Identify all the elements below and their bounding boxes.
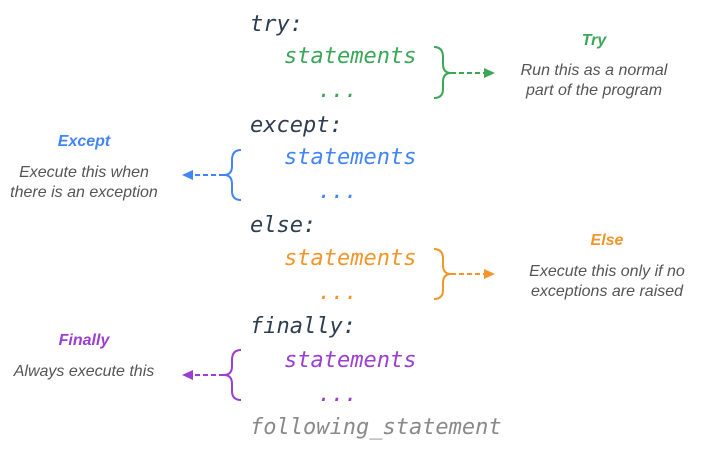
else-desc-line1: Execute this only if no [529,263,685,280]
finally-arrow-head [182,370,193,380]
try-statements: statements [284,44,417,69]
finally-desc-line1: Always execute this [13,363,155,380]
else-statements: statements [284,246,417,271]
else-description: Execute this only if no exceptions are r… [507,262,706,302]
try-ellipsis: ... [318,78,358,103]
try-title: Try [581,32,607,49]
else-ellipsis: ... [318,280,358,305]
else-keyword: else: [250,213,317,238]
finally-keyword: finally: [250,314,356,339]
else-desc-line2: exceptions are raised [530,283,684,300]
following-statement: following_statement [250,415,502,440]
except-title: Except [57,133,111,150]
try-keyword: try: [250,12,303,37]
else-brace [433,248,452,300]
finally-brace [223,349,242,401]
else-arrow-head [484,269,495,279]
finally-statements: statements [284,348,417,373]
except-keyword: except: [250,113,343,138]
except-desc-line2: there is an exception [10,184,158,201]
try-desc-line2: part of the program [525,82,663,99]
except-ellipsis: ... [318,179,358,204]
except-desc-line1: Execute this when [19,164,149,181]
else-title: Else [590,232,624,249]
finally-title: Finally [58,332,110,349]
finally-ellipsis: ... [318,382,358,407]
except-brace [223,149,242,201]
except-statements: statements [284,145,417,170]
except-arrow-head [182,170,193,180]
try-brace [433,46,452,99]
try-description: Run this as a normal part of the program [494,61,694,101]
finally-description: Always execute this [4,362,164,382]
except-description: Execute this when there is an exception [0,163,168,203]
try-desc-line1: Run this as a normal [520,62,668,79]
